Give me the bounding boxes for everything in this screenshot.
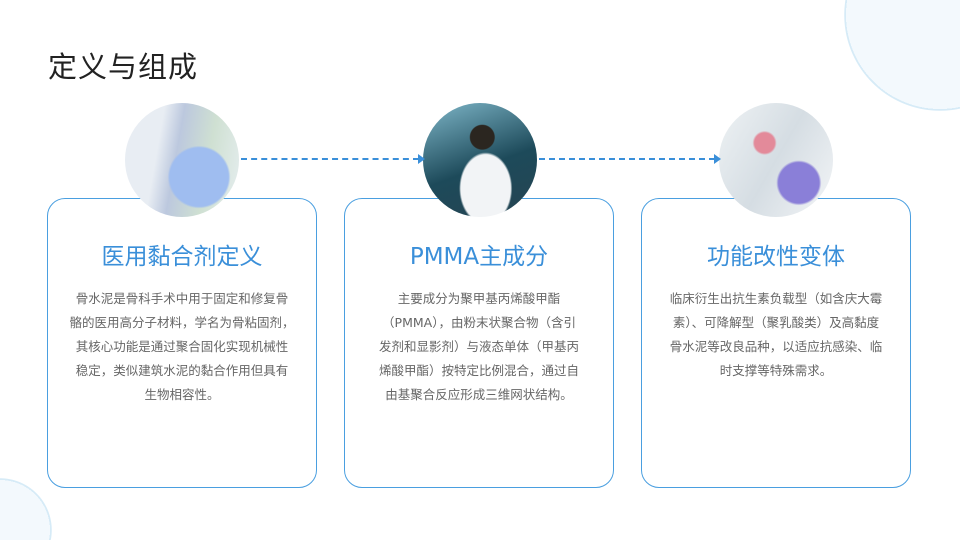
- text-line: 骨水泥等改良品种，以适应抗感染、临: [669, 339, 883, 354]
- card-title: 医用黏合剂定义: [101, 244, 263, 270]
- card-body: 骨水泥是骨科手术中用于固定和修复骨 骼的医用高分子材料，学名为骨粘固剂， 其核心…: [58, 287, 306, 407]
- text-line: 骼的医用高分子材料，学名为骨粘固剂，: [69, 315, 295, 330]
- dashed-arrow-icon: [241, 154, 425, 164]
- text-line: 发剂和显影剂）与液态单体（甲基丙: [378, 339, 579, 354]
- text-line: 素）、可降解型（聚乳酸类）及高黏度: [672, 315, 880, 330]
- text-line: 临床衍生出抗生素负载型（如含庆大霉: [669, 291, 883, 306]
- card-definition: 医用黏合剂定义 骨水泥是骨科手术中用于固定和修复骨 骼的医用高分子材料，学名为骨…: [47, 198, 317, 488]
- card-title: 功能改性变体: [707, 244, 845, 270]
- lab-pipette-image: [719, 103, 833, 217]
- text-line: 稳定，类似建筑水泥的黏合作用但具有: [75, 363, 289, 378]
- decorative-circle-top-right: [840, 0, 960, 120]
- card-body: 临床衍生出抗生素负载型（如含庆大霉 素）、可降解型（聚乳酸类）及高黏度 骨水泥等…: [652, 287, 900, 383]
- dashed-arrow-icon: [539, 154, 721, 164]
- lab-glove-beaker-image: [125, 103, 239, 217]
- lab-scientist-image: [423, 103, 537, 217]
- text-line: 主要成分为聚甲基丙烯酸甲酯: [397, 291, 561, 306]
- text-line: 生物相容性。: [144, 387, 220, 402]
- text-line: 其核心功能是通过聚合固化实现机械性: [75, 339, 289, 354]
- text-line: 时支撑等特殊需求。: [719, 363, 833, 378]
- card-title: PMMA主成分: [409, 244, 549, 270]
- card-variants: 功能改性变体 临床衍生出抗生素负载型（如含庆大霉 素）、可降解型（聚乳酸类）及高…: [641, 198, 911, 488]
- text-line: 由基聚合反应形成三维网状结构。: [385, 387, 573, 402]
- decorative-circle-bottom-left: [0, 470, 60, 540]
- text-line: 烯酸甲酯）按特定比例混合，通过自: [378, 363, 579, 378]
- card-pmma: PMMA主成分 主要成分为聚甲基丙烯酸甲酯 （PMMA），由粉末状聚合物（含引 …: [344, 198, 614, 488]
- card-body: 主要成分为聚甲基丙烯酸甲酯 （PMMA），由粉末状聚合物（含引 发剂和显影剂）与…: [355, 287, 603, 407]
- text-line: 骨水泥是骨科手术中用于固定和修复骨: [75, 291, 289, 306]
- text-line: （PMMA），由粉末状聚合物（含引: [382, 315, 576, 330]
- page-title: 定义与组成: [48, 50, 199, 84]
